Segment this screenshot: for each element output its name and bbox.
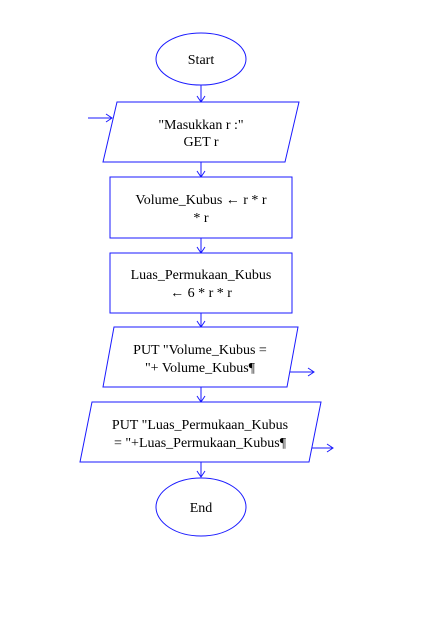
input-parallelogram [102, 101, 300, 163]
input-label-line1: "Masukkan r :" [158, 118, 243, 133]
output2-parallelogram [79, 401, 322, 463]
arrowhead [196, 470, 206, 478]
luas-rect [109, 252, 293, 314]
arrowhead [307, 367, 315, 377]
output2-node: PUT "Luas_Permukaan_Kubus = "+Luas_Permu… [79, 401, 322, 463]
start-label: Start [188, 53, 215, 68]
luas-label-line1: Luas_Permukaan_Kubus [131, 268, 272, 283]
volume-rect [109, 176, 293, 239]
output1-parallelogram [102, 326, 299, 388]
end-ellipse [155, 477, 247, 537]
output2-label-line1: PUT "Luas_Permukaan_Kubus [112, 418, 288, 433]
end-label: End [190, 501, 213, 516]
output1-node: PUT "Volume_Kubus = "+ Volume_Kubus¶ [102, 326, 299, 388]
luas-node: Luas_Permukaan_Kubus ← 6 * r * r [109, 252, 293, 314]
output1-label-line2: "+ Volume_Kubus¶ [145, 361, 256, 376]
volume-label-line2: * r [193, 211, 209, 226]
volume-label-line1: Volume_Kubus ← r * r [135, 193, 267, 208]
output1-label-line1: PUT "Volume_Kubus = [133, 343, 267, 358]
volume-node: Volume_Kubus ← r * r * r [109, 176, 293, 239]
end-node: End [155, 477, 247, 537]
arrowhead [326, 443, 334, 453]
start-ellipse [155, 32, 247, 86]
arrowhead [105, 113, 113, 123]
input-label-line2: GET r [183, 135, 218, 150]
start-node: Start [155, 32, 247, 86]
connectors [88, 85, 334, 478]
input-node: "Masukkan r :" GET r [102, 101, 300, 163]
luas-label-line2: ← 6 * r * r [170, 286, 232, 301]
output2-label-line2: = "+Luas_Permukaan_Kubus¶ [114, 436, 287, 451]
